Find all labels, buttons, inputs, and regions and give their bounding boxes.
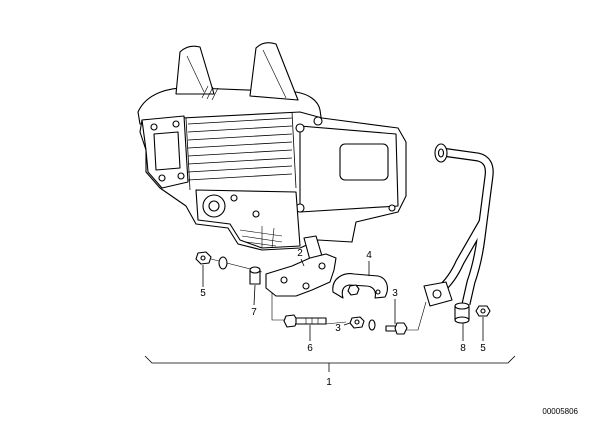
callout-center-hex-nut: 3 [335,323,341,334]
clamp-bracket [332,273,388,299]
sump-cover-center [208,200,220,212]
hex-bolt [283,314,327,328]
leader-bracket [300,258,305,267]
left-washer [218,256,228,270]
callout-spacer: 7 [251,307,257,318]
callout-bracket: 2 [297,248,303,259]
engine-guard-bar [423,143,489,306]
bracket [265,253,337,297]
bar-hex-nut [475,305,491,317]
center-washer [368,319,376,331]
cooling-fins [185,111,297,191]
cylinder-head-panel [153,131,181,171]
drawing-number: 00005806 [542,407,578,416]
bar-mount-hole [432,289,442,299]
callout-engine-guard-assembly: 1 [326,377,332,388]
right-hex-bolt [385,322,408,335]
housing-bolts [295,116,396,213]
callout-bar-hex-nut: 5 [480,343,486,354]
gearbox-cover-plate [339,143,389,181]
engine-mount-hatching [239,226,283,249]
sump-bolt [230,194,238,202]
cover-bolts [150,120,185,182]
callout-bar-spacer: 8 [460,343,466,354]
callout-clamp-bracket: 4 [366,250,372,261]
leader-center-hex-nut [343,322,351,326]
frame-tube-right [249,42,299,101]
callouts: 5 7 2 4 3 3 6 8 5 1 [200,248,486,388]
frame-tube-left [175,45,215,95]
sump-bolt [252,210,260,218]
leader-lines [144,258,516,372]
assembly-bracket-line [144,355,516,364]
frame-hatching [201,85,219,101]
leader-spacer [253,284,256,306]
bar-spacer [454,302,470,324]
callout-left-hex-nut: 5 [200,288,206,299]
center-hex-nut [349,316,365,329]
spacer [249,266,261,285]
frame-tube-left-edge [186,55,205,93]
callout-hex-bolt: 6 [307,343,313,354]
callout-right-hex-bolt: 3 [392,288,398,299]
bar-end-bore [437,148,445,158]
frame-tube-right-edge [262,49,287,99]
left-hex-nut [195,251,212,265]
engine-drawing [137,42,407,261]
